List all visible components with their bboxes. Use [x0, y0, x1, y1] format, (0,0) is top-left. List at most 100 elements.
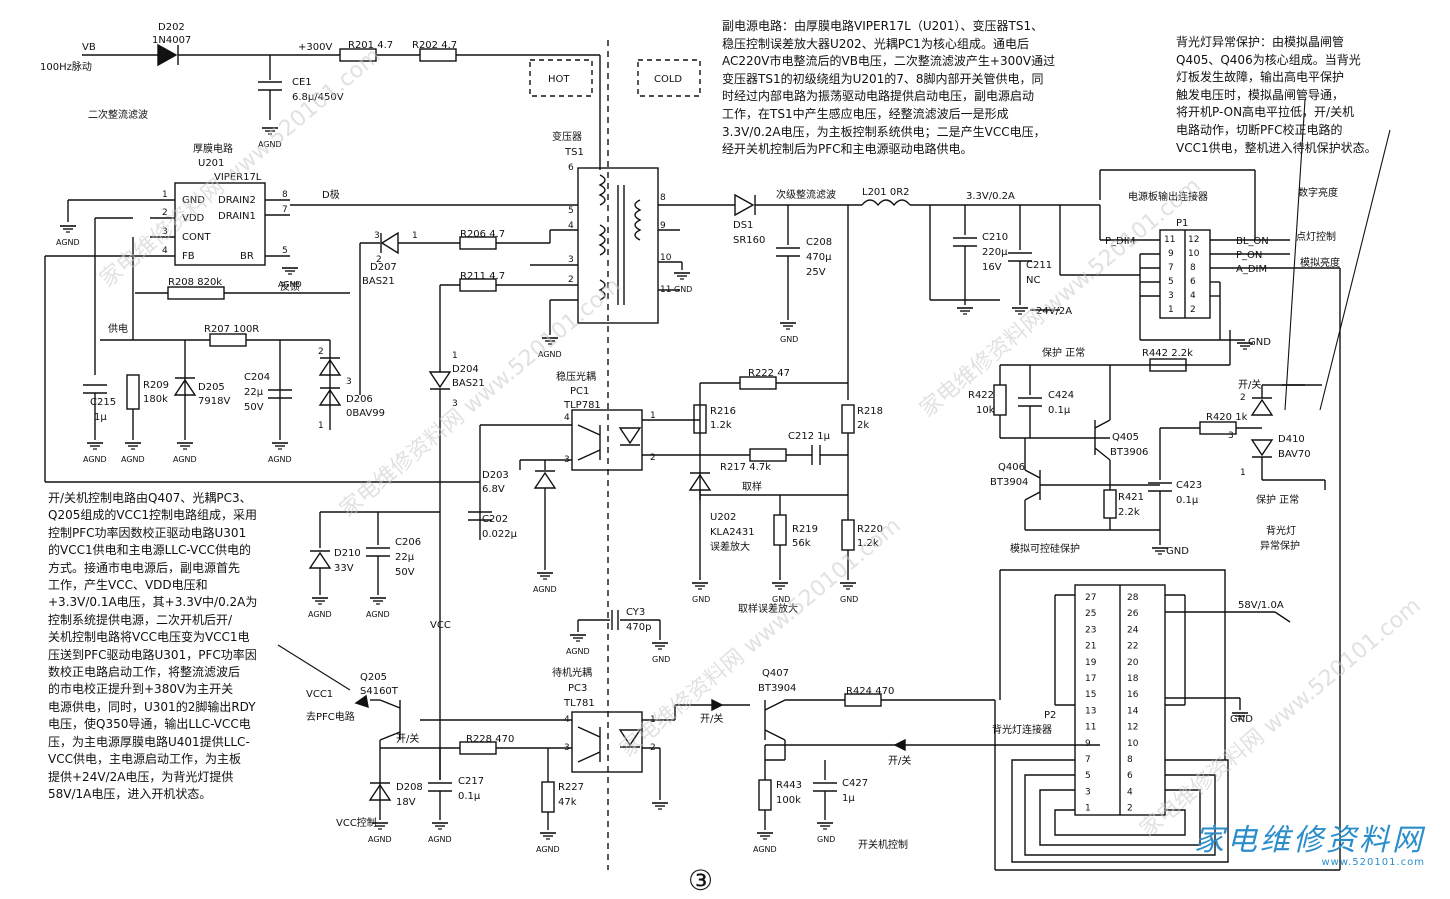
label-d208: D208 [396, 782, 423, 793]
label-d205-val: 7918V [198, 396, 230, 407]
pin-number: 2 [650, 743, 656, 753]
label-gnd-p2: GND [1230, 714, 1253, 725]
agnd-label: AGND [308, 610, 332, 619]
label-r211: R211 4.7 [460, 271, 505, 282]
pin-number: 1 [1085, 804, 1091, 814]
pin-number: 1 [412, 231, 418, 241]
label-r207: R207 100R [204, 324, 259, 335]
label-c423-val: 0.1μ [1176, 495, 1199, 506]
gnd-label: GND [780, 335, 798, 344]
pin-number: 2 [650, 453, 656, 463]
label-q405-part: BT3906 [1110, 447, 1148, 458]
label-q405: Q405 [1112, 432, 1139, 443]
pin-number: 3 [1228, 431, 1234, 441]
pin-number: 3 [346, 377, 352, 387]
label-ds1: DS1 [733, 220, 753, 231]
brand-logo: 家电维修资料网 www.520101.com [1194, 815, 1425, 868]
label-d210: D210 [334, 548, 361, 559]
label-bl-abn2: 异常保护 [1260, 539, 1300, 552]
pin-number: 2 [1190, 305, 1196, 315]
gnd-label: GND [674, 285, 692, 294]
label-r424: R424 470 [846, 686, 894, 697]
pin-number: 8 [282, 190, 288, 200]
pin-number: 2 [1240, 393, 1246, 403]
pin-number: 8 [1190, 263, 1196, 273]
gnd-label: GND [840, 595, 858, 604]
label-d202: D202 [158, 22, 185, 33]
label-q406: Q406 [998, 462, 1025, 473]
pin-number: 8 [1127, 755, 1133, 765]
label-onoff3: 开/关 [888, 754, 911, 767]
pin-number: 5 [1168, 277, 1174, 287]
pin-number: 11 [660, 285, 671, 295]
pin-number: 7 [282, 205, 288, 215]
label-24v: 24V/2A [1036, 306, 1072, 317]
label-q407: Q407 [762, 668, 789, 679]
label-p-on: P_ON [1236, 250, 1262, 261]
agnd-label: AGND [366, 610, 390, 619]
label-pc1-title: 稳压光耦 [556, 370, 596, 383]
label-c208-v2: 25V [806, 267, 826, 278]
label-r218-val: 2k [857, 420, 869, 431]
pin-number: 25 [1085, 609, 1096, 619]
pin-number: 4 [1190, 291, 1196, 301]
agnd-label: AGND [278, 280, 302, 289]
label-onoff4: 开/关 [1238, 378, 1261, 391]
label-r209-val: 180k [143, 394, 168, 405]
pin-fb: FB [182, 251, 195, 262]
label-r442: R442 2.2k [1142, 348, 1193, 359]
label-c208-v1: 470μ [806, 252, 832, 263]
label-vcc-ctrl: VCC控制 [336, 816, 377, 829]
label-sample: 取样 [742, 480, 762, 493]
label-a-dim: A_DIM [1236, 264, 1267, 275]
label-c206: C206 [395, 537, 421, 548]
label-secondary-rect: 次级整流滤波 [776, 188, 836, 201]
label-d206: D206 [346, 394, 373, 405]
pin-number: 4 [564, 715, 570, 725]
label-tlp781: TLP781 [563, 400, 601, 411]
label-pc3: PC3 [568, 683, 587, 694]
brand-url: www.520101.com [1321, 857, 1425, 868]
pin-number: 5 [568, 206, 574, 216]
label-r227: R227 [558, 782, 584, 793]
agnd-label: AGND [173, 455, 197, 464]
pin-number: 1 [650, 411, 656, 421]
label-c211: C211 [1026, 260, 1052, 271]
label-u202-part: KLA2431 [710, 527, 755, 538]
pin-vdd: VDD [182, 213, 205, 224]
label-d202-part: 1N4007 [152, 35, 191, 46]
label-r420: R420 1k [1206, 412, 1248, 423]
label-c212: C212 1μ [788, 431, 831, 442]
label-p2: P2 [1044, 710, 1056, 721]
label-c206-v2: 50V [395, 567, 415, 578]
pin-number: 2 [162, 208, 168, 218]
agnd-label: AGND [753, 845, 777, 854]
label-c211-val: NC [1026, 275, 1040, 286]
label-r216-val: 1.2k [710, 420, 732, 431]
pin-number: 16 [1127, 690, 1139, 700]
label-u201: U201 [198, 158, 224, 169]
pin-number: 7 [1168, 263, 1174, 273]
pin-number: 4 [162, 246, 168, 256]
pin-number: 4 [564, 413, 570, 423]
label-supply: 供电 [108, 322, 128, 335]
label-bl-on: BL_ON [1236, 236, 1269, 247]
label-c423: C423 [1176, 480, 1202, 491]
gnd-label: GND [817, 835, 835, 844]
pin-number: 13 [1085, 706, 1096, 716]
label-ce1-val: 6.8μ/450V [292, 92, 344, 103]
label-c215: C215 [90, 397, 116, 408]
label-r208: R208 820k [168, 277, 222, 288]
pin-number: 6 [1127, 771, 1133, 781]
label-c427-val: 1μ [842, 793, 855, 804]
label-secondary-filter: 二次整流滤波 [88, 108, 148, 121]
agnd-label: AGND [83, 455, 107, 464]
label-ds1-val: SR160 [733, 235, 765, 246]
pin-number: 3 [1168, 291, 1174, 301]
label-d210-val: 33V [334, 563, 354, 574]
label-d203-val: 6.8V [482, 484, 505, 495]
label-c208: C208 [806, 237, 832, 248]
pin-number: 20 [1127, 658, 1139, 668]
label-c204-v2: 50V [244, 402, 264, 413]
pin-drain1: DRAIN1 [218, 211, 256, 222]
